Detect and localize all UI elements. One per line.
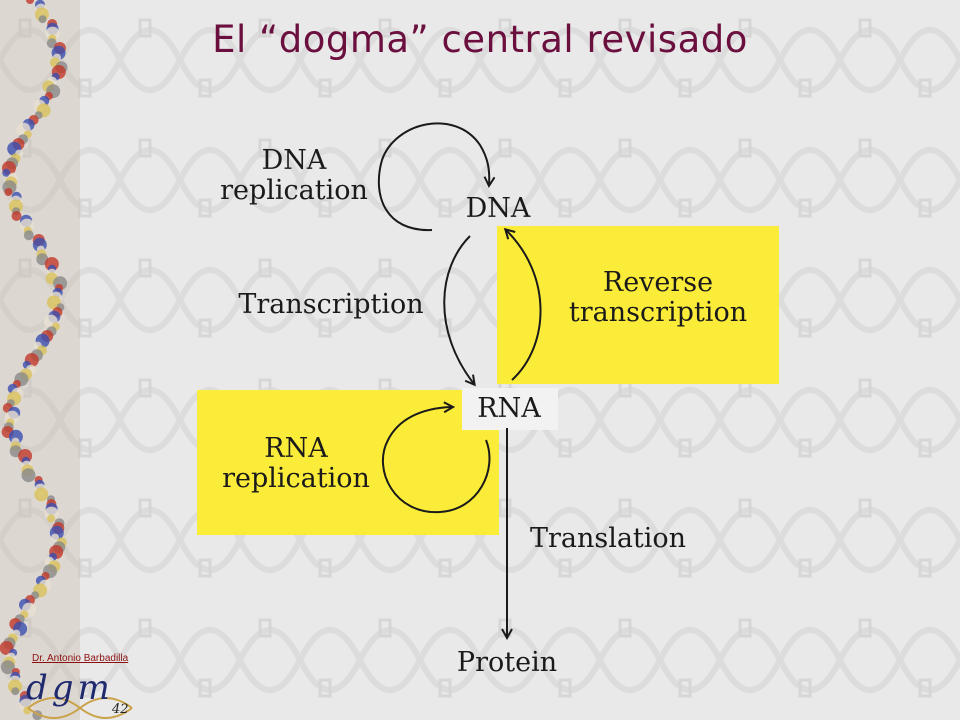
reverse-transcription-arrow — [506, 230, 542, 381]
reverse-transcription-box — [497, 226, 779, 384]
page-number: 42 — [112, 702, 129, 717]
author-link[interactable]: Dr. Antonio Barbadilla — [32, 653, 129, 664]
logo-text: dgm — [26, 668, 114, 708]
rna-label-backdrop — [462, 388, 558, 430]
dna-replication-arrow — [377, 122, 489, 232]
dna-molecule-strip — [0, 0, 80, 720]
transcription-arrow — [443, 235, 474, 384]
dna-node-label: DNA — [465, 193, 531, 224]
rna-node-label: RNA — [477, 393, 541, 424]
reverse-transcription-label: Reverse transcription — [568, 267, 748, 328]
rna-replication-label: RNA replication — [222, 433, 370, 494]
dna-replication-label: DNA replication — [220, 145, 368, 206]
slide-title: El “dogma” central revisado — [212, 18, 748, 61]
protein-node-label: Protein — [456, 647, 558, 678]
logo-helix-icon — [27, 697, 133, 719]
rna-replication-arrow — [382, 407, 491, 514]
transcription-label: Transcription — [238, 289, 424, 320]
translation-label: Translation — [529, 523, 687, 554]
dgm-logo: dgm — [26, 668, 136, 720]
